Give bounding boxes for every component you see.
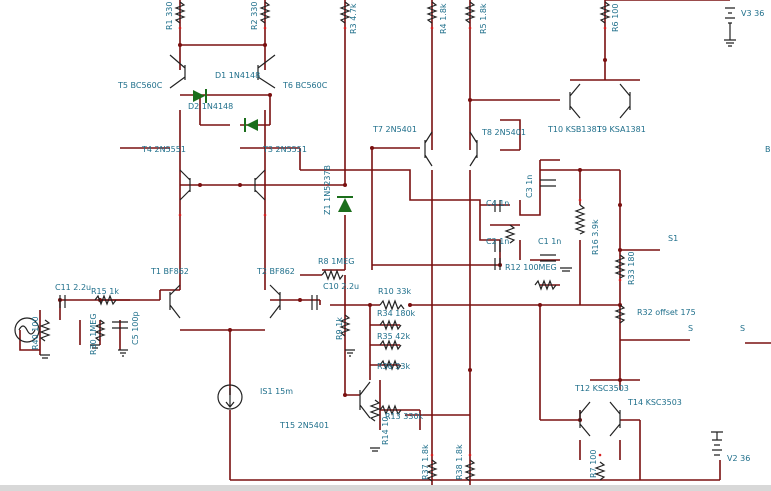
component-labels: R1 330 R2 330 R3 4.7k R4 1.8k R5 1.8k R6… [31, 2, 771, 480]
label-r36: R36 33k [377, 362, 410, 371]
label-z1: Z1 1N5237B [323, 165, 332, 215]
label-r3: R3 4.7k [349, 3, 358, 34]
label-r5: R5 1.8k [479, 3, 488, 34]
label-v2: V2 36 [727, 454, 750, 463]
label-r14: R14 10 [381, 417, 390, 445]
label-t5: T5 BC560C [117, 81, 163, 90]
label-r10: R10 33k [378, 287, 411, 296]
wires [19, 0, 771, 491]
label-r2: R2 330 [250, 2, 259, 30]
label-r16: R16 3.9k [591, 219, 600, 255]
label-r40: R40 100 [31, 316, 40, 350]
label-c1: C1 1n [538, 237, 561, 246]
label-t12: T12 KSC3503 [574, 384, 629, 393]
label-v3: V3 36 [741, 9, 764, 18]
label-t6: T6 BC560C [282, 81, 328, 90]
label-d1: D1 1N4148 [215, 71, 260, 80]
label-r33: R33 180 [627, 251, 636, 285]
label-c3: C3 1n [525, 175, 534, 198]
label-c2: C2 1n [486, 237, 509, 246]
label-r1: R1 330 [165, 2, 174, 30]
label-r13: R13 330k [385, 412, 424, 421]
label-t10: T10 KSB1381 [547, 125, 602, 134]
label-r7: R7 100 [589, 450, 598, 478]
label-r4: R4 1.8k [439, 3, 448, 34]
label-r38: R38 1.8k [455, 444, 464, 480]
label-t14: T14 KSC3503 [627, 398, 682, 407]
label-c4: C4 1n [486, 199, 509, 208]
label-r32: R32 offset 175 [637, 308, 696, 317]
sources [14, 7, 736, 456]
label-r12: R12 100MEG [505, 263, 557, 272]
diodes [193, 89, 353, 212]
label-t7: T7 2N5401 [372, 125, 417, 134]
label-t3: T3 2N5551 [262, 145, 307, 154]
label-s2: S [740, 324, 745, 333]
label-t8: T8 2N5401 [481, 128, 526, 137]
label-d2: D2 1N4148 [188, 102, 233, 111]
label-s: S [688, 324, 693, 333]
label-c10: C10 2.2u [323, 282, 359, 291]
label-r15: R15 1k [91, 287, 119, 296]
label-t15: T15 2N5401 [279, 421, 329, 430]
label-t9: T9 KSA1381 [596, 125, 646, 134]
label-is1: IS1 15m [260, 387, 293, 396]
label-t1: T1 BF862 [150, 267, 189, 276]
label-r37: R37 1.8k [421, 444, 430, 480]
label-edge-b: B [765, 145, 771, 154]
label-s1: S1 [668, 234, 678, 243]
resistors [39, 1, 626, 482]
label-t2: T2 BF862 [256, 267, 295, 276]
label-r35: R35 42k [377, 332, 410, 341]
horizontal-scrollbar[interactable] [0, 485, 771, 491]
pins [178, 26, 622, 457]
label-r9: R9 1k [335, 317, 344, 340]
label-c11: C11 2.2u [55, 283, 91, 292]
label-r6: R6 100 [611, 4, 620, 32]
label-r30: R30 1MEG [89, 313, 98, 355]
transistors [169, 54, 631, 437]
capacitors [59, 179, 556, 329]
label-r34: R34 180k [377, 309, 416, 318]
label-t4: T4 2N5551 [141, 145, 186, 154]
label-r8: R8 1MEG [318, 257, 354, 266]
label-c5: C5 100p [131, 311, 140, 345]
